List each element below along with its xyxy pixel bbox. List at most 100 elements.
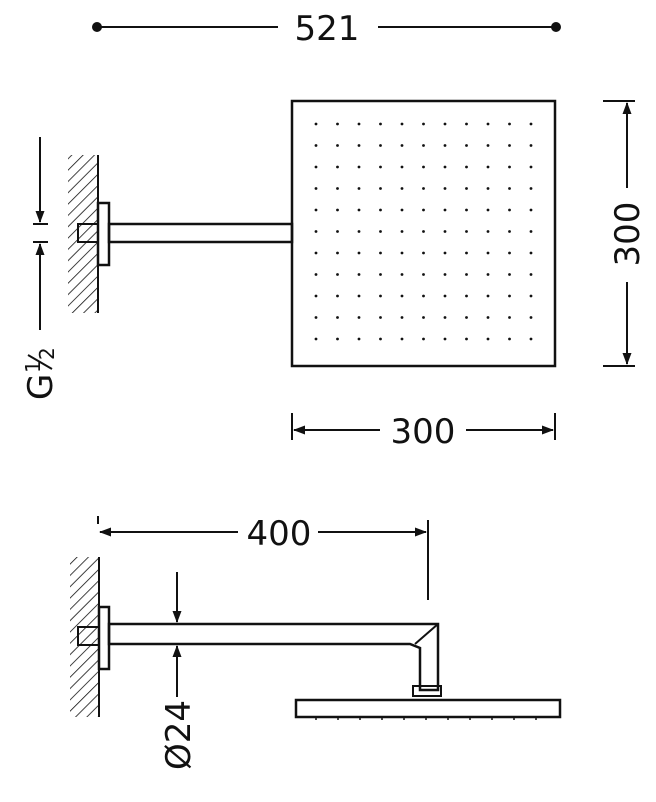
dimension-head-height: 300	[603, 100, 648, 367]
nozzle-dot	[529, 316, 533, 319]
nozzle-dot	[379, 230, 382, 233]
nozzle-dot	[379, 316, 382, 319]
nozzle-dot	[443, 144, 447, 147]
nozzle-dot	[422, 337, 425, 341]
nozzle-dot	[486, 187, 490, 190]
dimension-head-width: 300	[291, 412, 556, 452]
nozzle-dot	[443, 273, 447, 276]
nozzle-dot	[465, 251, 468, 255]
nozzle-dot	[336, 208, 339, 212]
nozzle-dot	[379, 165, 382, 169]
nozzle-dot	[443, 230, 447, 233]
nozzle-dot	[465, 230, 468, 233]
nozzle-dot	[443, 208, 447, 212]
nozzle-dot	[357, 316, 361, 319]
nozzle-dot	[379, 294, 382, 298]
nozzle-dot	[508, 230, 511, 233]
thread-letter: G	[21, 374, 61, 400]
nozzle-dot	[486, 316, 490, 319]
nozzle-dot	[422, 273, 425, 276]
nozzle-dot	[379, 251, 382, 255]
nozzle-dot	[529, 294, 533, 298]
nozzle-dot	[357, 337, 361, 341]
nozzle-dot	[422, 230, 425, 233]
nozzle-dot	[422, 208, 425, 212]
nozzle-dot	[336, 230, 339, 233]
nozzle-dot	[422, 122, 425, 126]
nozzle-dot	[357, 230, 361, 233]
nozzle-dot	[357, 208, 361, 212]
nozzle-dot	[443, 294, 447, 298]
nozzle-dot	[486, 273, 490, 276]
nozzle-dot	[400, 294, 404, 298]
nozzle-dot	[314, 273, 318, 276]
nozzle-dot	[529, 251, 533, 255]
nozzle-dot	[508, 337, 511, 341]
nozzle-dot	[400, 187, 404, 190]
nozzle-dot	[400, 122, 404, 126]
nozzle-dot	[422, 144, 425, 147]
arm-diameter-label: Ø24	[159, 700, 199, 770]
nozzle-dot	[508, 251, 511, 255]
dimension-arm-diameter: Ø24	[159, 572, 199, 770]
nozzle-dot	[400, 251, 404, 255]
nozzle-dot	[486, 251, 490, 255]
nozzle-dot	[336, 165, 339, 169]
nozzle-dot	[336, 294, 339, 298]
side-nozzles	[315, 717, 537, 720]
nozzle-dot	[357, 165, 361, 169]
nozzle-dot	[465, 316, 468, 319]
nozzle-dot	[529, 187, 533, 190]
nozzle-dot	[336, 316, 339, 319]
nozzle-dot	[529, 273, 533, 276]
nozzle-dot	[422, 316, 425, 319]
nozzle-dot	[379, 337, 382, 341]
nozzle-dot	[422, 251, 425, 255]
nozzle-dot	[357, 251, 361, 255]
nozzle-dot	[486, 122, 490, 126]
nozzle-dot	[357, 294, 361, 298]
nozzle-dot	[529, 165, 533, 169]
nozzle-dot	[529, 144, 533, 147]
dimension-arm-length: 400	[97, 514, 429, 600]
nozzle-dot	[508, 165, 511, 169]
nozzle-dot	[529, 122, 533, 126]
nozzle-dot	[508, 144, 511, 147]
nozzle-dot	[465, 337, 468, 341]
nozzle-dot	[314, 251, 318, 255]
side-view-arm	[77, 605, 442, 697]
side-view-wall	[70, 557, 100, 717]
nozzle-dot	[314, 337, 318, 341]
nozzle-dot	[443, 337, 447, 341]
nozzle-dot	[508, 294, 511, 298]
nozzle-dot	[314, 165, 318, 169]
nozzle-dot	[529, 208, 533, 212]
nozzle-dot	[443, 165, 447, 169]
nozzle-dot	[400, 144, 404, 147]
nozzle-dot	[486, 144, 490, 147]
arm-length-label: 400	[247, 514, 312, 554]
nozzle-dot	[443, 251, 447, 255]
nozzle-dot	[336, 144, 339, 147]
nozzle-dot	[336, 122, 339, 126]
nozzle-dot	[400, 230, 404, 233]
nozzle-dot	[314, 122, 318, 126]
nozzle-dot	[465, 294, 468, 298]
nozzle-dot	[400, 337, 404, 341]
nozzle-dot	[336, 187, 339, 190]
nozzle-dot	[443, 122, 447, 126]
nozzle-dot	[465, 122, 468, 126]
nozzle-dot	[314, 316, 318, 319]
nozzle-dot	[465, 273, 468, 276]
nozzle-dot	[529, 337, 533, 341]
thread-denominator: 2	[35, 347, 59, 360]
nozzle-dot	[529, 230, 533, 233]
nozzle-dot	[486, 208, 490, 212]
side-view-shower-head	[294, 698, 562, 720]
nozzle-dot	[486, 165, 490, 169]
nozzle-dot	[486, 337, 490, 341]
nozzle-dot	[400, 316, 404, 319]
nozzle-dot	[443, 316, 447, 319]
front-view-wall	[68, 155, 99, 313]
